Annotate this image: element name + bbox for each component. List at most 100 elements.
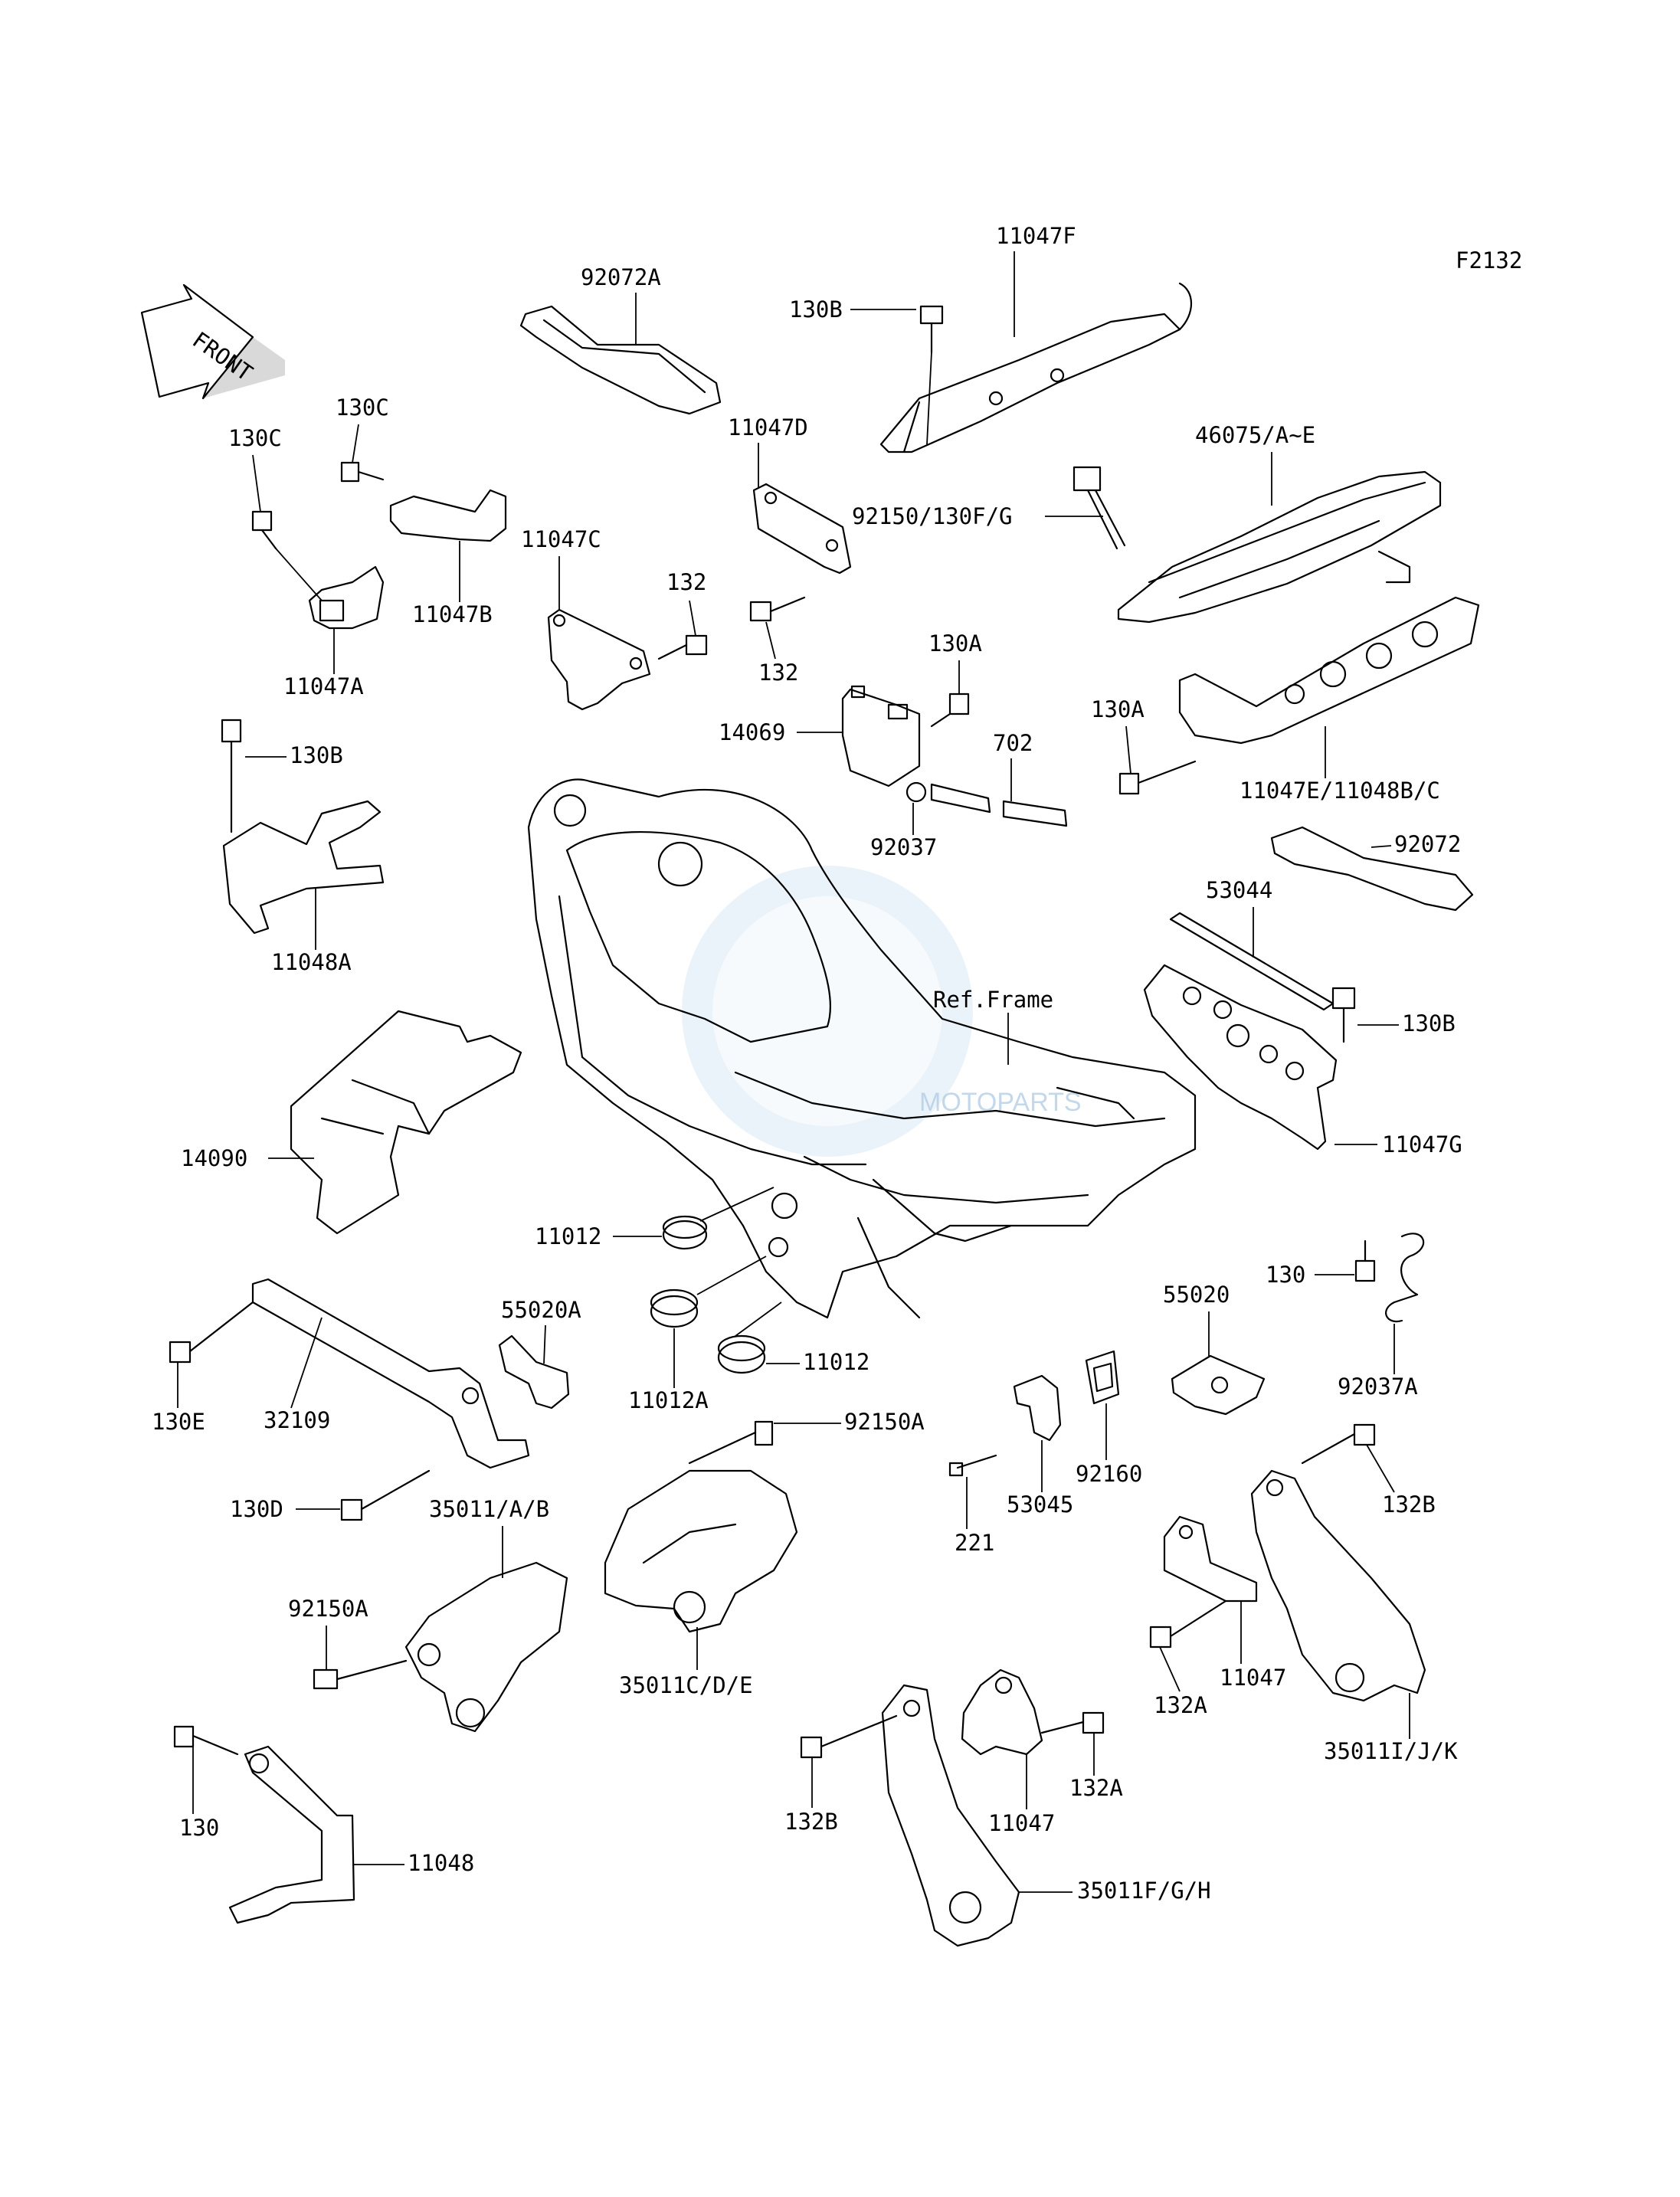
label-130C-a: 130C bbox=[336, 395, 389, 421]
bolt-132B-b bbox=[800, 1714, 898, 1759]
label-11047E: 11047E/11048B/C bbox=[1240, 778, 1440, 804]
label-130A-a: 130A bbox=[928, 630, 982, 656]
watermark-text: MOTOPARTS bbox=[919, 1088, 1082, 1117]
strap-92072 bbox=[1270, 826, 1474, 912]
bolt-130A-b bbox=[1118, 760, 1197, 795]
label-132A-b: 132A bbox=[1069, 1775, 1123, 1801]
ref-frame-label: Ref.Frame bbox=[933, 987, 1053, 1013]
grommet-11012-b bbox=[717, 1334, 766, 1374]
label-11012A: 11012A bbox=[628, 1387, 709, 1413]
label-11012-a: 11012 bbox=[535, 1223, 601, 1249]
label-130A-b: 130A bbox=[1091, 696, 1145, 722]
bolt-132-b bbox=[749, 596, 806, 622]
bolt-92150-130FG bbox=[1073, 466, 1126, 550]
footrest-35011CDE bbox=[604, 1469, 798, 1633]
label-92072A: 92072A bbox=[581, 264, 661, 290]
label-130B-left: 130B bbox=[290, 742, 343, 768]
label-46075: 46075/A~E bbox=[1195, 422, 1315, 448]
bolt-130E bbox=[169, 1301, 254, 1364]
label-14090: 14090 bbox=[181, 1145, 247, 1171]
label-11047D: 11047D bbox=[728, 414, 808, 440]
grommet-92160 bbox=[1085, 1350, 1120, 1405]
label-11047B: 11047B bbox=[412, 601, 493, 627]
label-130D: 130D bbox=[230, 1496, 283, 1522]
label-55020: 55020 bbox=[1163, 1282, 1230, 1308]
screw-221 bbox=[948, 1454, 997, 1477]
label-132-a: 132 bbox=[666, 569, 706, 595]
bolt-130B-left bbox=[221, 719, 242, 833]
label-130: 130 bbox=[1266, 1262, 1305, 1288]
grommet-11012-a bbox=[662, 1215, 708, 1250]
bolt-130D bbox=[340, 1469, 431, 1521]
bolt-130C-a bbox=[340, 461, 385, 483]
bolt-130-b bbox=[173, 1725, 239, 1756]
label-11047F: 11047F bbox=[996, 223, 1076, 249]
diagram-code: F2132 bbox=[1456, 247, 1522, 273]
label-11047-a: 11047 bbox=[1220, 1665, 1286, 1691]
label-92150-130FG: 92150/130F/G bbox=[852, 503, 1013, 529]
label-11047C: 11047C bbox=[521, 526, 601, 552]
bracket-11047E bbox=[1178, 550, 1480, 745]
label-55020A: 55020A bbox=[501, 1297, 581, 1323]
bracket-11048 bbox=[228, 1745, 355, 1924]
front-arrow-icon: FRONT bbox=[140, 283, 285, 400]
label-130-b: 130 bbox=[179, 1815, 219, 1841]
bracket-11047F bbox=[879, 282, 1192, 453]
cover-14090 bbox=[290, 1010, 522, 1235]
label-53045: 53045 bbox=[1007, 1491, 1073, 1518]
label-32109: 32109 bbox=[264, 1407, 330, 1433]
label-132A-a: 132A bbox=[1154, 1692, 1207, 1718]
label-130B-right: 130B bbox=[1402, 1010, 1456, 1036]
label-132-b: 132 bbox=[758, 660, 798, 686]
bolt-130C-b bbox=[251, 510, 277, 550]
bolt-130B-right bbox=[1331, 987, 1356, 1043]
bracket-11047D bbox=[752, 483, 852, 575]
label-92150A-a: 92150A bbox=[844, 1409, 925, 1435]
bracket-11047B bbox=[389, 489, 507, 542]
rod-53044 bbox=[1169, 912, 1335, 1011]
label-92160: 92160 bbox=[1076, 1461, 1142, 1487]
label-11012-b: 11012 bbox=[803, 1349, 869, 1375]
bolt-130B-top bbox=[919, 305, 944, 354]
bolt-132-a bbox=[657, 634, 708, 660]
label-35011CDE: 35011C/D/E bbox=[619, 1672, 753, 1698]
grab-rail-46075 bbox=[1117, 470, 1442, 624]
label-11047A: 11047A bbox=[283, 673, 364, 699]
label-92072: 92072 bbox=[1394, 831, 1461, 857]
bracket-11047-a bbox=[1163, 1515, 1258, 1603]
label-14069: 14069 bbox=[719, 719, 785, 745]
label-130B-top: 130B bbox=[789, 296, 843, 323]
bracket-11047A bbox=[308, 565, 385, 630]
footrest-35011IJK bbox=[1250, 1469, 1426, 1702]
bracket-11047G bbox=[1143, 964, 1338, 1151]
label-702: 702 bbox=[993, 730, 1033, 756]
label-11048: 11048 bbox=[408, 1850, 474, 1876]
bracket-11047-b bbox=[961, 1668, 1043, 1756]
label-35011IJK: 35011I/J/K bbox=[1324, 1738, 1458, 1764]
clamp-53045 bbox=[1013, 1374, 1062, 1442]
label-130C-b: 130C bbox=[228, 425, 282, 451]
bolt-132B-a bbox=[1301, 1423, 1376, 1465]
bolt-130 bbox=[1354, 1239, 1376, 1282]
clip-92037A bbox=[1385, 1233, 1425, 1323]
bolt-92150A-a bbox=[688, 1420, 774, 1465]
component-14069 bbox=[841, 685, 921, 787]
label-92037A: 92037A bbox=[1338, 1374, 1418, 1400]
bolt-132A-a bbox=[1149, 1599, 1227, 1649]
label-132B-b: 132B bbox=[784, 1809, 838, 1835]
bolt-132A-b bbox=[1040, 1711, 1105, 1734]
bolt-92150A-b bbox=[313, 1659, 408, 1690]
strap-92072A bbox=[519, 305, 722, 415]
label-11048A: 11048A bbox=[271, 949, 352, 975]
label-11047-b: 11047 bbox=[988, 1810, 1055, 1836]
cover-55020A bbox=[498, 1334, 570, 1410]
bracket-32109 bbox=[251, 1278, 530, 1469]
bolt-130A-a bbox=[930, 692, 970, 728]
hose-702 bbox=[930, 783, 1068, 827]
label-35011AB: 35011/A/B bbox=[429, 1496, 549, 1522]
plate-55020 bbox=[1171, 1354, 1266, 1416]
label-92037: 92037 bbox=[870, 834, 937, 860]
label-92150A-b: 92150A bbox=[288, 1596, 368, 1622]
label-35011FGH: 35011F/G/H bbox=[1077, 1878, 1211, 1904]
